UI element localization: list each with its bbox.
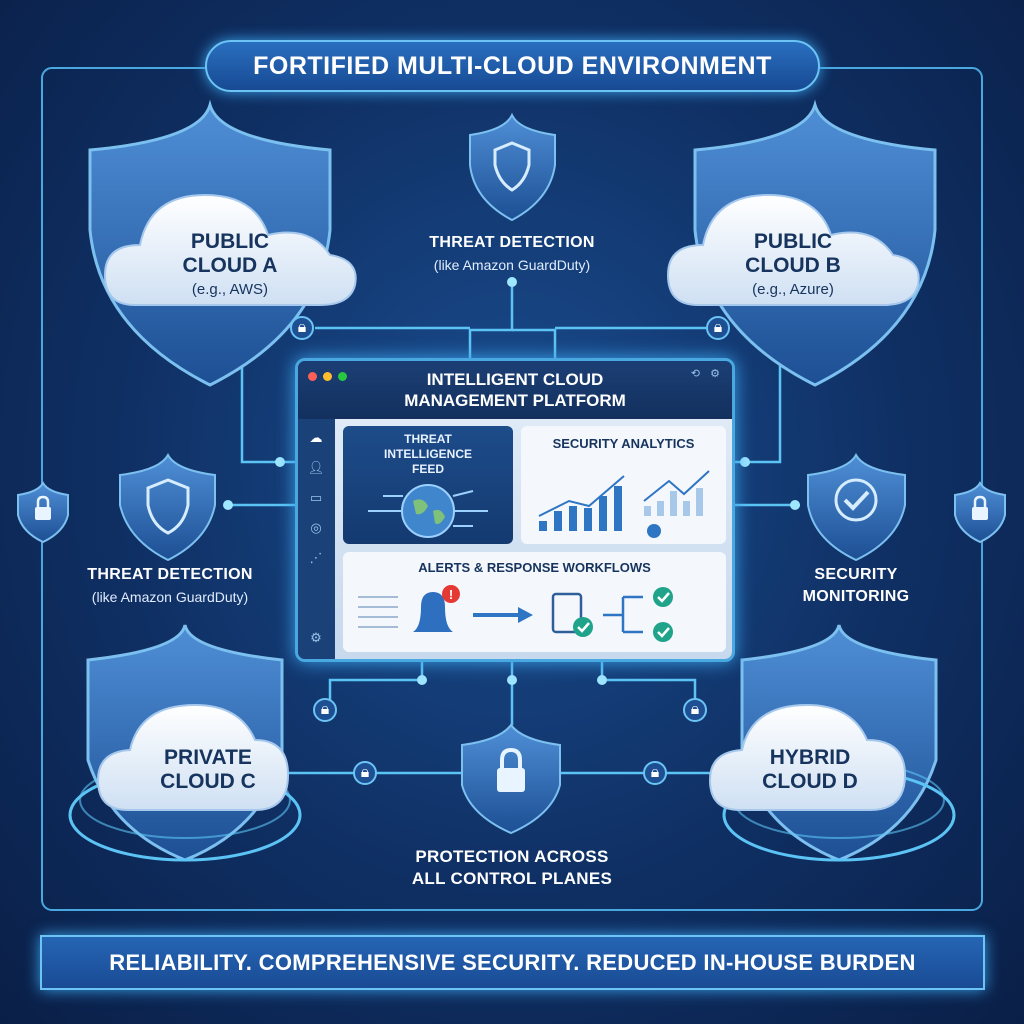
lock-icon: 🔒︎ xyxy=(643,761,667,785)
platform-window: INTELLIGENT CLOUD MANAGEMENT PLATFORM ⟲ … xyxy=(295,358,735,662)
gear-icon[interactable]: ⚙ xyxy=(310,630,322,645)
label-title: THREAT DETECTION xyxy=(429,234,595,251)
label-line2: MONITORING xyxy=(802,588,910,605)
shield-check-icon-monitoring xyxy=(807,452,906,562)
shield-lock-icon-protection xyxy=(461,723,561,835)
cloud-a-sub: (e.g., AWS) xyxy=(191,281,269,299)
lock-icon: 🔒︎ xyxy=(683,698,707,722)
cloud-b-icon xyxy=(666,193,920,306)
check-icon xyxy=(653,587,673,607)
cloud-b-sub: (e.g., Azure) xyxy=(752,281,834,299)
label-title: THREAT DETECTION xyxy=(87,566,253,583)
cloud-c-label: PRIVATE CLOUD C xyxy=(128,746,288,794)
lock-icon: 🔒︎ xyxy=(706,316,730,340)
cloud-c-name: PRIVATE xyxy=(164,746,252,769)
side-lock-left xyxy=(17,480,69,544)
title-line: FEED xyxy=(411,462,444,476)
cloud-a-icon xyxy=(103,193,357,306)
cloud-d-line2: CLOUD D xyxy=(762,770,858,794)
sidebar: ☁ 👤︎ ▭ ◎ ⋰ ⚙ xyxy=(298,419,335,659)
threat-detection-top-label: THREAT DETECTION (like Amazon GuardDuty) xyxy=(392,232,632,276)
globe-icon xyxy=(368,484,488,538)
refresh-icon[interactable]: ⟲ xyxy=(690,368,700,380)
cloud-b-label: PUBLIC CLOUD B (e.g., Azure) xyxy=(713,230,873,299)
clipboard-icon xyxy=(551,592,583,634)
svg-text:!: ! xyxy=(449,587,453,602)
alert-icon xyxy=(442,585,460,603)
label-line2: ALL CONTROL PLANES xyxy=(411,869,613,888)
cloud-c-line2: CLOUD C xyxy=(160,770,256,794)
workflow-icons: ! xyxy=(358,585,673,642)
platform-title-line1: INTELLIGENT CLOUD xyxy=(426,370,604,389)
lock-icon: 🔒︎ xyxy=(290,316,314,340)
label-line1: SECURITY xyxy=(814,566,898,583)
cloud-a-name: PUBLIC xyxy=(190,230,270,253)
threat-detection-left-label: THREAT DETECTION (like Amazon GuardDuty) xyxy=(50,564,290,608)
shield-icon[interactable]: ◎ xyxy=(310,520,322,535)
bell-icon xyxy=(413,592,453,632)
window-header: INTELLIGENT CLOUD MANAGEMENT PLATFORM ⟲ … xyxy=(298,361,732,419)
platform-title-line2: MANAGEMENT PLATFORM xyxy=(404,391,626,410)
cloud-b-line2: CLOUD B xyxy=(745,254,841,278)
cloud-d-icon xyxy=(708,703,907,811)
monitor-icon[interactable]: ▭ xyxy=(309,490,323,505)
security-monitoring-label: SECURITY MONITORING xyxy=(776,564,936,608)
protection-label: PROTECTION ACROSS ALL CONTROL PLANES xyxy=(392,846,632,890)
threat-intel-title: THREAT INTELLIGENCE FEED xyxy=(343,432,513,477)
check-icon xyxy=(653,622,673,642)
security-analytics-card[interactable]: SECURITY ANALYTICS xyxy=(521,426,726,544)
minimize-dot[interactable] xyxy=(323,372,332,381)
cloud-b-name: PUBLIC xyxy=(753,230,833,253)
platform-title: INTELLIGENT CLOUD MANAGEMENT PLATFORM xyxy=(298,369,732,411)
alerts-workflows-title: ALERTS & RESPONSE WORKFLOWS xyxy=(418,560,651,575)
tagline-banner: RELIABILITY. COMPREHENSIVE SECURITY. RED… xyxy=(40,935,985,990)
lock-icon: 🔒︎ xyxy=(353,761,377,785)
cloud-a-line2: CLOUD A xyxy=(182,254,278,278)
title-line: THREAT xyxy=(404,432,452,446)
alerts-workflows-card[interactable]: ALERTS & RESPONSE WORKFLOWS ! xyxy=(343,552,726,652)
settings-icon[interactable]: ⚙ xyxy=(710,368,720,380)
close-dot[interactable] xyxy=(308,372,317,381)
lock-icon: 🔒︎ xyxy=(313,698,337,722)
user-icon[interactable]: 👤︎ xyxy=(307,460,325,475)
shield-icon-threat-top xyxy=(469,112,556,222)
cloud-c-icon xyxy=(96,703,290,811)
page-title: FORTIFIED MULTI-CLOUD ENVIRONMENT xyxy=(205,40,820,92)
cloud-icon[interactable]: ☁ xyxy=(309,430,323,445)
label-sub: (like Amazon GuardDuty) xyxy=(91,589,249,605)
network-icon[interactable]: ⋰ xyxy=(309,550,323,565)
label-line1: PROTECTION ACROSS xyxy=(415,847,609,866)
title-line: INTELLIGENCE xyxy=(383,447,472,461)
maximize-dot[interactable] xyxy=(338,372,347,381)
cloud-d-name: HYBRID xyxy=(769,746,851,769)
label-sub: (like Amazon GuardDuty) xyxy=(433,257,591,273)
cloud-a-label: PUBLIC CLOUD A (e.g., AWS) xyxy=(150,230,310,299)
analytics-chart-icon xyxy=(538,470,710,538)
threat-intel-card[interactable]: THREAT INTELLIGENCE FEED xyxy=(343,426,513,544)
security-analytics-title: SECURITY ANALYTICS xyxy=(552,436,695,451)
side-lock-right xyxy=(954,480,1006,544)
dashboard-body: THREAT INTELLIGENCE FEED SECURITY ANALYT… xyxy=(335,419,732,659)
cloud-d-label: HYBRID CLOUD D xyxy=(730,746,890,794)
shield-icon-threat-left xyxy=(119,452,216,562)
